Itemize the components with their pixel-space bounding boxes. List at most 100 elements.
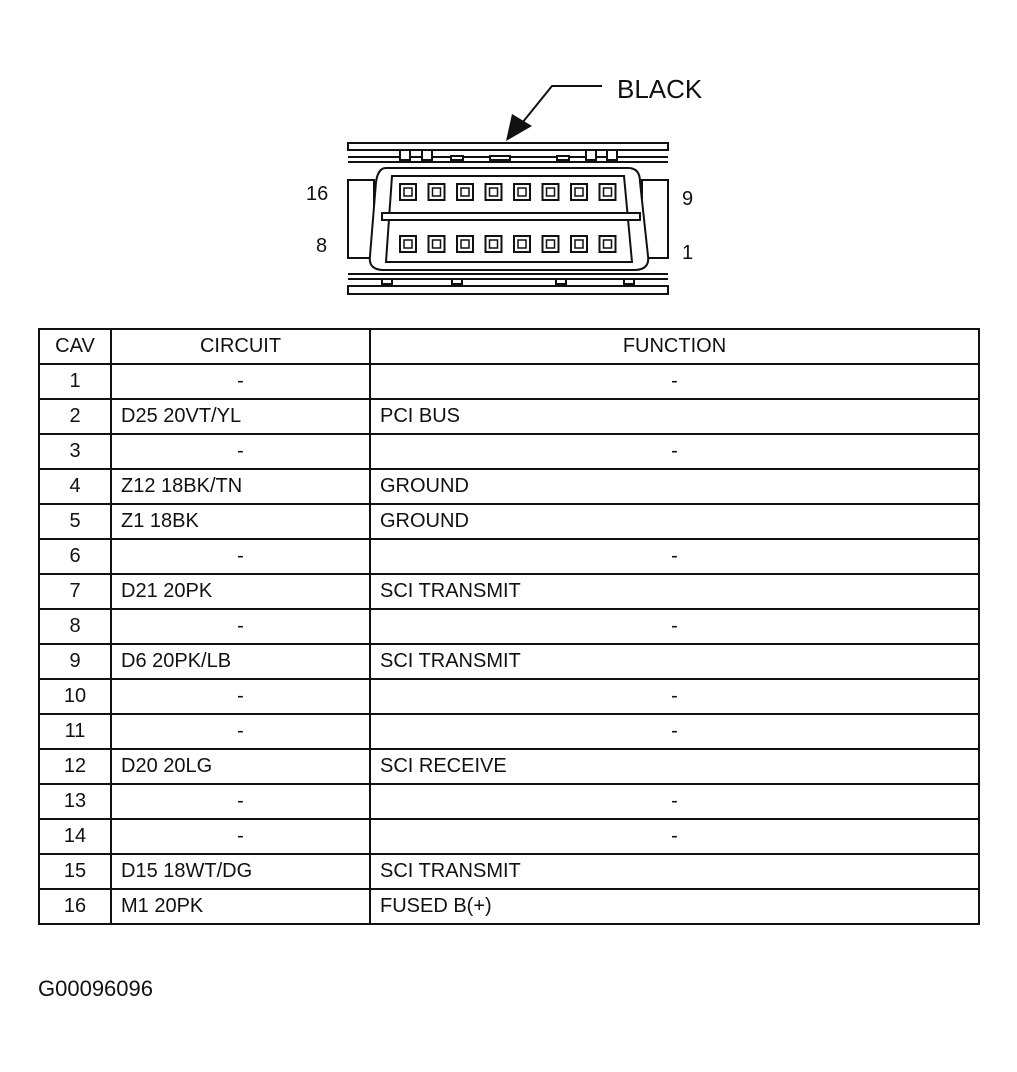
circuit-cell: - bbox=[110, 818, 371, 855]
cav-cell: 7 bbox=[38, 573, 112, 610]
function-cell: - bbox=[369, 783, 980, 820]
circuit-cell: D21 20PK bbox=[110, 573, 371, 610]
function-cell: - bbox=[369, 433, 980, 470]
pin-label-8: 8 bbox=[316, 235, 327, 257]
cav-cell: 16 bbox=[38, 888, 112, 925]
pin-bottom-cavity bbox=[598, 235, 617, 253]
circuit-cell: - bbox=[110, 783, 371, 820]
function-cell: SCI RECEIVE bbox=[369, 748, 980, 785]
pin-top-terminal bbox=[574, 187, 584, 197]
pin-bottom-terminal bbox=[545, 239, 556, 249]
pin-row-top bbox=[399, 183, 617, 201]
pin-bottom-terminal bbox=[517, 239, 527, 249]
pin-bottom-cavity bbox=[456, 235, 474, 253]
cav-cell: 9 bbox=[38, 643, 112, 680]
function-cell: - bbox=[369, 818, 980, 855]
function-cell: PCI BUS bbox=[369, 398, 980, 435]
pin-top-cavity bbox=[484, 183, 503, 201]
header-function: FUNCTION bbox=[369, 328, 980, 365]
table-row: 13-- bbox=[38, 783, 980, 820]
pin-bottom-cavity bbox=[570, 235, 588, 253]
pin-top-cavity bbox=[598, 183, 617, 201]
circuit-cell: D25 20VT/YL bbox=[110, 398, 371, 435]
pin-top-cavity bbox=[427, 183, 446, 201]
pin-top-terminal bbox=[403, 187, 413, 197]
circuit-cell: D20 20LG bbox=[110, 748, 371, 785]
header-cav: CAV bbox=[38, 328, 112, 365]
table-row: 8-- bbox=[38, 608, 980, 645]
function-cell: - bbox=[369, 608, 980, 645]
table-row: 1-- bbox=[38, 363, 980, 400]
pin-top-cavity bbox=[399, 183, 417, 201]
pin-top-terminal bbox=[545, 187, 556, 197]
pin-bottom-cavity bbox=[541, 235, 560, 253]
connector-body bbox=[347, 142, 669, 295]
function-cell: - bbox=[369, 713, 980, 750]
circuit-cell: - bbox=[110, 608, 371, 645]
pin-bottom-cavity bbox=[427, 235, 446, 253]
cav-cell: 6 bbox=[38, 538, 112, 575]
pin-bottom-terminal bbox=[403, 239, 413, 249]
cav-cell: 5 bbox=[38, 503, 112, 540]
cav-cell: 2 bbox=[38, 398, 112, 435]
pin-top-cavity bbox=[456, 183, 474, 201]
pin-bottom-terminal bbox=[431, 239, 442, 249]
cav-cell: 8 bbox=[38, 608, 112, 645]
function-cell: SCI TRANSMIT bbox=[369, 573, 980, 610]
figure-id: G00096096 bbox=[38, 976, 153, 1001]
function-cell: SCI TRANSMIT bbox=[369, 853, 980, 890]
cav-cell: 1 bbox=[38, 363, 112, 400]
pin-top-terminal bbox=[517, 187, 527, 197]
circuit-cell: Z12 18BK/TN bbox=[110, 468, 371, 505]
pin-bottom-cavity bbox=[399, 235, 417, 253]
cav-cell: 11 bbox=[38, 713, 112, 750]
pin-top-cavity bbox=[570, 183, 588, 201]
circuit-cell: - bbox=[110, 538, 371, 575]
pin-top-terminal bbox=[488, 187, 499, 197]
pin-top-terminal bbox=[460, 187, 470, 197]
circuit-cell: D15 18WT/DG bbox=[110, 853, 371, 890]
circuit-cell: - bbox=[110, 363, 371, 400]
table-header-row: CAV CIRCUIT FUNCTION bbox=[38, 328, 980, 365]
function-cell: - bbox=[369, 678, 980, 715]
table-row: 14-- bbox=[38, 818, 980, 855]
pin-bottom-cavity bbox=[513, 235, 531, 253]
pin-bottom-terminal bbox=[460, 239, 470, 249]
circuit-cell: - bbox=[110, 433, 371, 470]
function-cell: - bbox=[369, 538, 980, 575]
cav-cell: 14 bbox=[38, 818, 112, 855]
function-cell: FUSED B(+) bbox=[369, 888, 980, 925]
function-cell: - bbox=[369, 363, 980, 400]
pin-bottom-terminal bbox=[488, 239, 499, 249]
cav-cell: 15 bbox=[38, 853, 112, 890]
table-row: 3-- bbox=[38, 433, 980, 470]
pin-top-terminal bbox=[602, 187, 613, 197]
circuit-cell: - bbox=[110, 678, 371, 715]
cav-cell: 10 bbox=[38, 678, 112, 715]
function-cell: SCI TRANSMIT bbox=[369, 643, 980, 680]
pin-bottom-cavity bbox=[484, 235, 503, 253]
cav-cell: 3 bbox=[38, 433, 112, 470]
table-row: 10-- bbox=[38, 678, 980, 715]
color-callout-arrow bbox=[506, 85, 602, 141]
connector-diagram: BLACK 16 8 9 1 bbox=[306, 74, 703, 295]
pin-label-9: 9 bbox=[682, 188, 693, 210]
circuit-cell: - bbox=[110, 713, 371, 750]
pin-row-bottom bbox=[399, 235, 617, 253]
cav-cell: 12 bbox=[38, 748, 112, 785]
function-cell: GROUND bbox=[369, 503, 980, 540]
cav-cell: 4 bbox=[38, 468, 112, 505]
pin-label-16: 16 bbox=[306, 183, 328, 205]
header-circuit: CIRCUIT bbox=[110, 328, 371, 365]
pin-bottom-terminal bbox=[602, 239, 613, 249]
